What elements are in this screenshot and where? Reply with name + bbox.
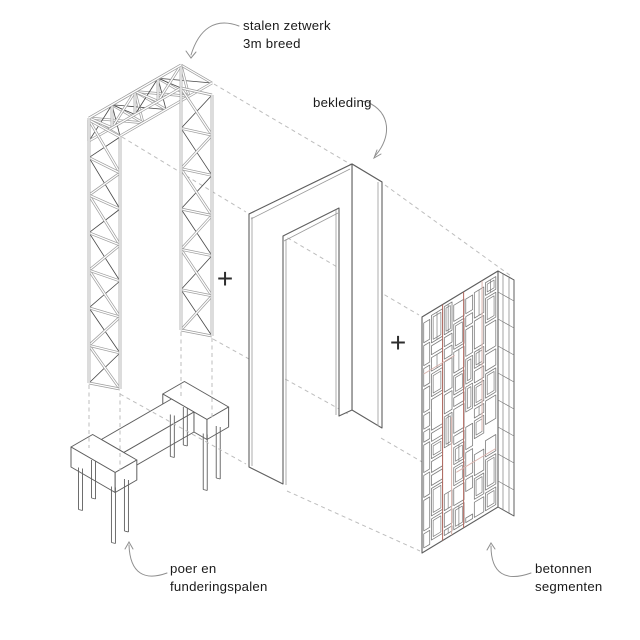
- label-bekleding: bekleding: [313, 94, 372, 112]
- cladding-portal: [248, 163, 383, 485]
- label-arrows: [124, 22, 532, 577]
- label-stalen-zetwerk: stalen zetwerk 3m breed: [243, 17, 331, 53]
- label-poer-line2: funderingspalen: [170, 579, 268, 594]
- label-stalen-zetwerk-line1: stalen zetwerk: [243, 18, 331, 33]
- concrete-panel: [421, 270, 515, 554]
- label-poer-line1: poer en: [170, 561, 217, 576]
- plus-operator-1: +: [217, 263, 233, 294]
- label-betonnen-segmenten: betonnen segmenten: [535, 560, 603, 596]
- label-betonnen-line2: segmenten: [535, 579, 603, 594]
- plus-operator-2: +: [390, 327, 406, 358]
- foundation: [70, 381, 230, 544]
- label-bekleding-line1: bekleding: [313, 95, 372, 110]
- label-stalen-zetwerk-line2: 3m breed: [243, 36, 301, 51]
- label-betonnen-line1: betonnen: [535, 561, 593, 576]
- panel-segment-pattern: [423, 276, 497, 549]
- label-poer-funderingspalen: poer en funderingspalen: [170, 560, 268, 596]
- truss-structure: [87, 63, 214, 391]
